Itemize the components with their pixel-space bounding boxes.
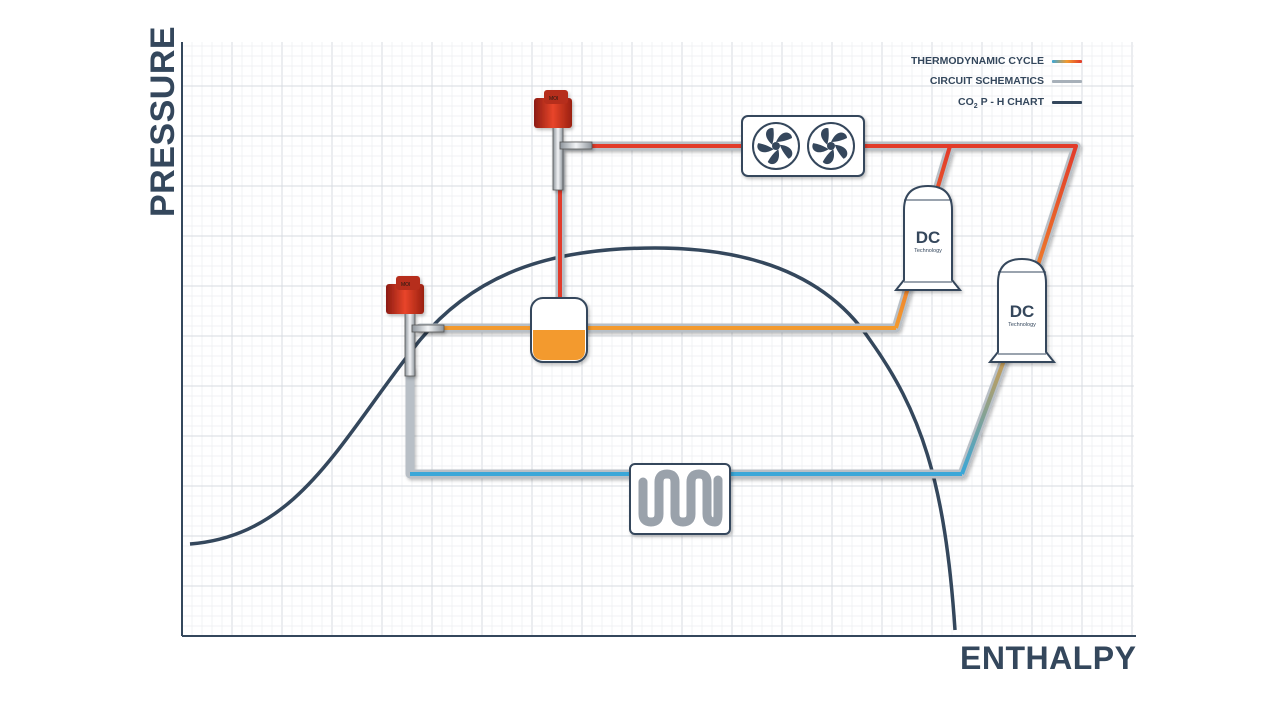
- compressor-2-brand: DC: [1010, 302, 1035, 321]
- fan-icon: [752, 122, 800, 170]
- compressor-2-subtitle: Technology: [1008, 322, 1036, 328]
- legend-swatch: [1052, 79, 1082, 83]
- legend-swatch: [1052, 59, 1082, 63]
- gas-cooler: [741, 115, 865, 177]
- legend-item-circuit-schematics: CIRCUIT SCHEMATICS: [930, 74, 1082, 88]
- legend-label: THERMODYNAMIC CYCLE: [911, 55, 1044, 67]
- valve-mid-label: MOI: [401, 282, 410, 288]
- liquid-receiver: [530, 297, 588, 363]
- medium-pressure-valve: MOI: [386, 276, 445, 377]
- compressor-1-brand: DC: [916, 228, 941, 247]
- grid: [181, 42, 1134, 637]
- fan-icon: [807, 122, 855, 170]
- compressor-1-subtitle: Technology: [914, 248, 942, 254]
- legend-item-thermodynamic-cycle: THERMODYNAMIC CYCLE: [911, 54, 1082, 68]
- compressor-1: DC Technology: [893, 184, 963, 291]
- legend-item-co2-ph-chart: CO2 P - H CHART: [958, 95, 1082, 110]
- legend-swatch: [1052, 100, 1082, 104]
- valve-top-label: MOI: [549, 96, 558, 102]
- co2-ph-curve: [189, 246, 957, 631]
- legend-label: CO2 P - H CHART: [958, 96, 1044, 110]
- pipe-network: [405, 141, 1081, 479]
- evaporator: [629, 463, 731, 535]
- y-axis-title: PRESSURE: [144, 25, 182, 217]
- legend-label: CIRCUIT SCHEMATICS: [929, 75, 1044, 87]
- compressor-2: DC Technology: [987, 257, 1057, 363]
- x-axis-title: ENTHALPY: [960, 640, 1137, 676]
- high-pressure-valve: MOI: [534, 90, 593, 191]
